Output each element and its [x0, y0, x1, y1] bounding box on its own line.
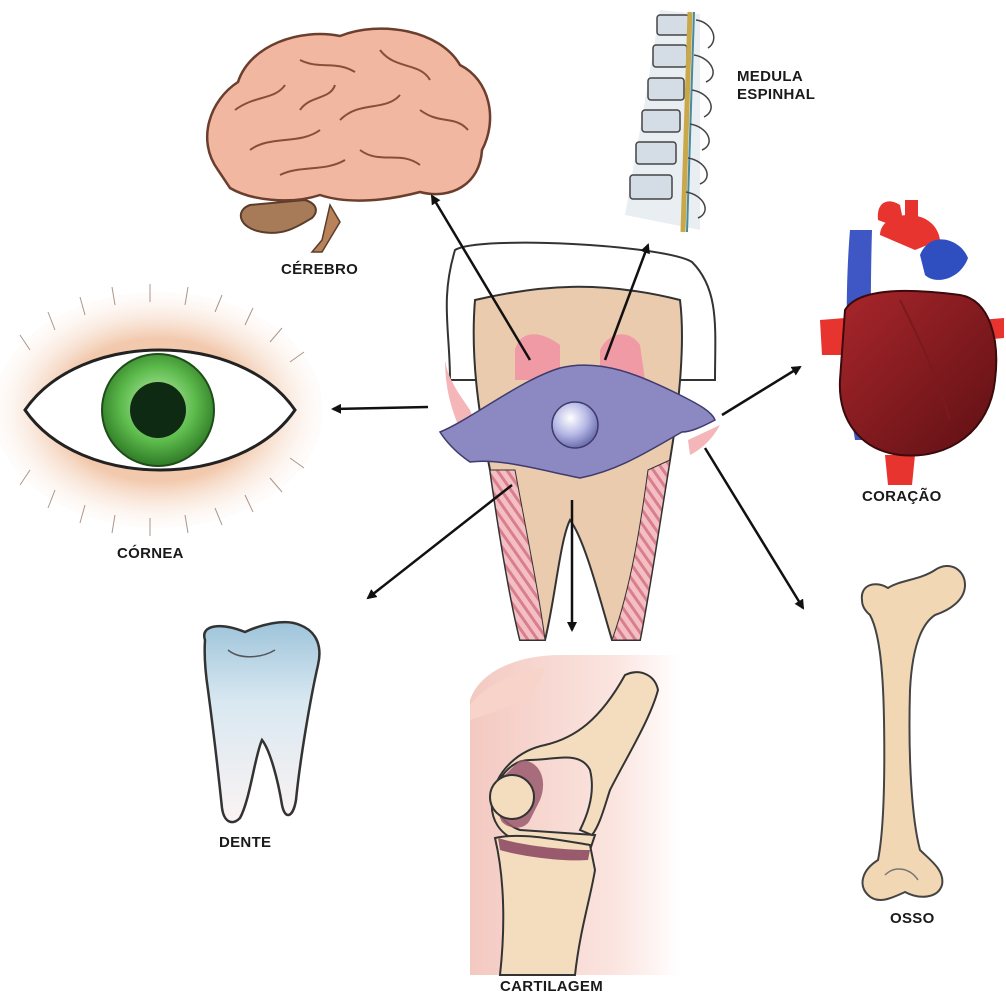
knee-cartilage-illustration: [470, 655, 680, 975]
brain-label: CÉREBRO: [281, 261, 358, 279]
bone-illustration: [862, 566, 965, 900]
spinal-cord-label-line2: ESPINHAL: [737, 86, 815, 104]
arrow-to-heart: [722, 367, 800, 415]
spinal-cord-illustration: [625, 10, 714, 232]
tooth-illustration: [204, 622, 319, 822]
cornea-label: CÓRNEA: [117, 545, 184, 563]
arrow-to-bone: [705, 448, 803, 608]
cartilage-label: CARTILAGEM: [500, 978, 603, 996]
spinal-cord-label: MEDULA ESPINHAL: [737, 68, 815, 104]
tooth-label: DENTE: [219, 834, 271, 852]
bone-label: OSSO: [890, 910, 935, 928]
arrow-to-tooth: [368, 485, 512, 598]
central-tooth-illustration: [440, 243, 720, 640]
heart-label: CORAÇÃO: [862, 488, 942, 506]
brain-illustration: [207, 29, 490, 252]
arrow-to-cornea: [333, 407, 428, 409]
eye-illustration: [0, 284, 323, 536]
heart-illustration: [820, 200, 1004, 485]
spinal-cord-label-line1: MEDULA: [737, 68, 815, 86]
